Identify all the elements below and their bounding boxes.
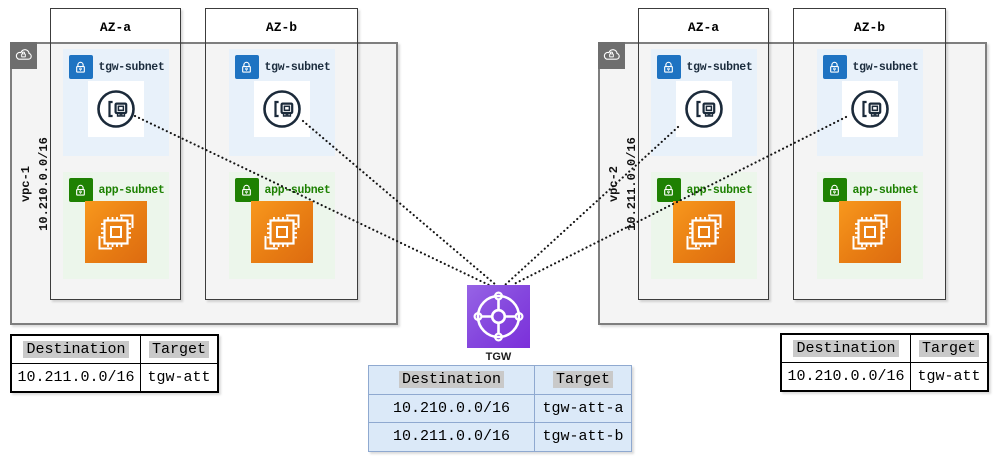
target-header: Target xyxy=(918,340,979,357)
az-label: AZ-a xyxy=(99,20,132,35)
ec2-instance-icon xyxy=(838,201,901,263)
subnet-name: app-subnet xyxy=(264,183,331,197)
lock-icon xyxy=(822,178,847,202)
table-header-row: Destination Target xyxy=(780,333,989,363)
route-target: tgw-att-a xyxy=(534,393,632,423)
vpc-cidr: 10.210.0.0/16 xyxy=(37,136,51,231)
vpc-2-az-a: AZ-a tgw-subnet xyxy=(638,8,769,300)
subnet-name: app-subnet xyxy=(686,183,753,197)
target-header: Target xyxy=(148,341,209,358)
vpc-2-label: vpc-2 10.211.0.0/16 xyxy=(600,42,646,325)
ec2-instance-icon xyxy=(84,201,147,263)
destination-header: Destination xyxy=(23,341,129,358)
table-row: 10.211.0.0/16 tgw-att xyxy=(10,363,219,393)
vpc-1-az-b-app-subnet: app-subnet xyxy=(228,172,335,279)
vpc-2-group: vpc-2 10.211.0.0/16 AZ-a tgw-subnet xyxy=(598,8,987,325)
vpc-1-az-a: AZ-a tgw-subnet xyxy=(50,8,181,300)
vpc-2-route-table: Destination Target 10.210.0.0/16 tgw-att xyxy=(780,333,989,392)
subnet-name: tgw-subnet xyxy=(264,60,331,74)
lock-icon xyxy=(656,55,681,79)
vpc-1-label: vpc-1 10.210.0.0/16 xyxy=(12,42,58,325)
ec2-instance-icon xyxy=(672,201,735,263)
lock-icon xyxy=(234,178,259,202)
subnet-name: tgw-subnet xyxy=(98,60,165,74)
vpc-2-az-b-tgw-subnet: tgw-subnet xyxy=(816,49,923,156)
lock-icon xyxy=(68,178,93,202)
route-target: tgw-att xyxy=(910,362,989,392)
ec2-instance-icon xyxy=(250,201,313,263)
table-row: 10.211.0.0/16 tgw-att-b xyxy=(368,422,632,452)
destination-header: Destination xyxy=(793,340,899,357)
route-destination: 10.210.0.0/16 xyxy=(368,393,535,423)
vpc-name: vpc-2 xyxy=(607,165,621,202)
destination-header: Destination xyxy=(398,371,505,389)
route-destination: 10.211.0.0/16 xyxy=(368,422,535,452)
network-interface-icon xyxy=(87,81,144,137)
lock-icon xyxy=(68,55,93,79)
route-destination: 10.211.0.0/16 xyxy=(10,363,141,393)
vpc-1-az-b-tgw-subnet: tgw-subnet xyxy=(228,49,335,156)
route-destination: 10.210.0.0/16 xyxy=(780,362,911,392)
lock-icon xyxy=(656,178,681,202)
vpc-2-az-a-app-subnet: app-subnet xyxy=(650,172,757,279)
subnet-name: app-subnet xyxy=(852,183,919,197)
vpc-name: vpc-1 xyxy=(19,165,33,202)
table-header-row: Destination Target xyxy=(368,365,632,395)
az-label: AZ-a xyxy=(687,20,720,35)
vpc-1-group: vpc-1 10.210.0.0/16 AZ-a tgw-subnet xyxy=(10,8,398,325)
vpc-1-route-table: Destination Target 10.211.0.0/16 tgw-att xyxy=(10,334,219,393)
subnet-name: tgw-subnet xyxy=(686,60,753,74)
az-label: AZ-b xyxy=(265,20,298,35)
target-header: Target xyxy=(552,371,613,389)
tgw-route-table: Destination Target 10.210.0.0/16 tgw-att… xyxy=(368,365,632,452)
lock-icon xyxy=(234,55,259,79)
vpc-cloud-icon xyxy=(598,42,625,69)
route-target: tgw-att-b xyxy=(534,422,632,452)
table-row: 10.210.0.0/16 tgw-att-a xyxy=(368,393,632,423)
lock-icon xyxy=(822,55,847,79)
vpc-1-az-a-tgw-subnet: tgw-subnet xyxy=(62,49,169,156)
vpc-1-az-a-app-subnet: app-subnet xyxy=(62,172,169,279)
route-target: tgw-att xyxy=(140,363,219,393)
network-interface-icon xyxy=(841,81,898,137)
vpc-2-az-b-app-subnet: app-subnet xyxy=(816,172,923,279)
subnet-name: tgw-subnet xyxy=(852,60,919,74)
network-interface-icon xyxy=(675,81,732,137)
vpc-1-az-b: AZ-b tgw-subnet xyxy=(205,8,358,300)
transit-gateway-icon xyxy=(467,285,530,348)
vpc-2-az-a-tgw-subnet: tgw-subnet xyxy=(650,49,757,156)
table-header-row: Destination Target xyxy=(10,334,219,364)
az-label: AZ-b xyxy=(853,20,886,35)
table-row: 10.210.0.0/16 tgw-att xyxy=(780,362,989,392)
tgw-label: TGW xyxy=(485,351,512,363)
vpc-cidr: 10.211.0.0/16 xyxy=(625,136,639,231)
vpc-2-az-b: AZ-b tgw-subnet xyxy=(793,8,946,300)
subnet-name: app-subnet xyxy=(98,183,165,197)
network-interface-icon xyxy=(253,81,310,137)
vpc-cloud-icon xyxy=(10,42,37,69)
